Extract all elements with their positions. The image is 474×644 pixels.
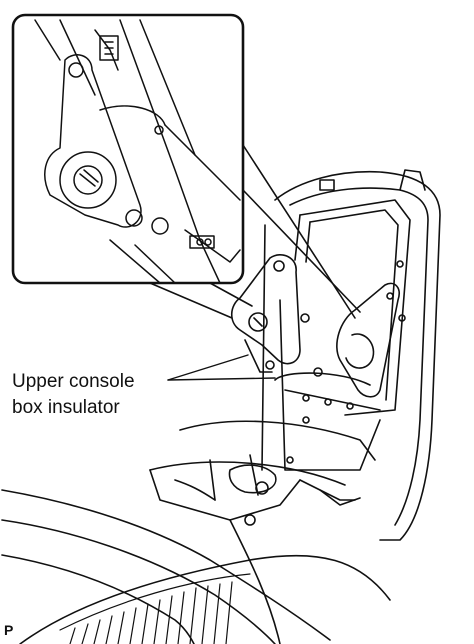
callout-label-line1: Upper console bbox=[12, 371, 135, 392]
callout-leaders bbox=[167, 354, 276, 381]
armrest-lid bbox=[274, 169, 441, 541]
inset-detail bbox=[11, 13, 361, 319]
right-hinge-insulator bbox=[336, 282, 400, 398]
grille-ridges bbox=[59, 573, 251, 644]
callout-label-line2: box insulator bbox=[12, 397, 120, 418]
figure-code: P bbox=[4, 622, 14, 638]
console-base bbox=[1, 420, 391, 644]
left-hinge-insulator bbox=[230, 254, 301, 373]
